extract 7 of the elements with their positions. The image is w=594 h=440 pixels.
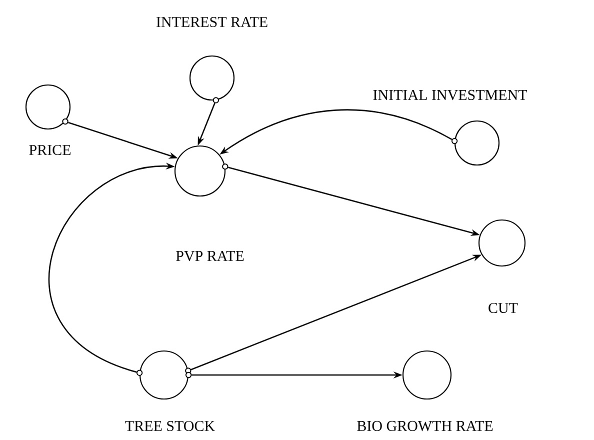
node-label: TREE STOCK <box>125 420 215 432</box>
node-label: CUT <box>488 302 518 314</box>
node-label: INTEREST RATE <box>156 16 268 28</box>
node-label: PRICE <box>29 144 70 156</box>
node-label: INITIAL INVESTMENT <box>373 90 528 100</box>
node-label: BIO GROWTH RATE <box>357 420 493 432</box>
node-label: PVP RATE <box>176 250 244 262</box>
